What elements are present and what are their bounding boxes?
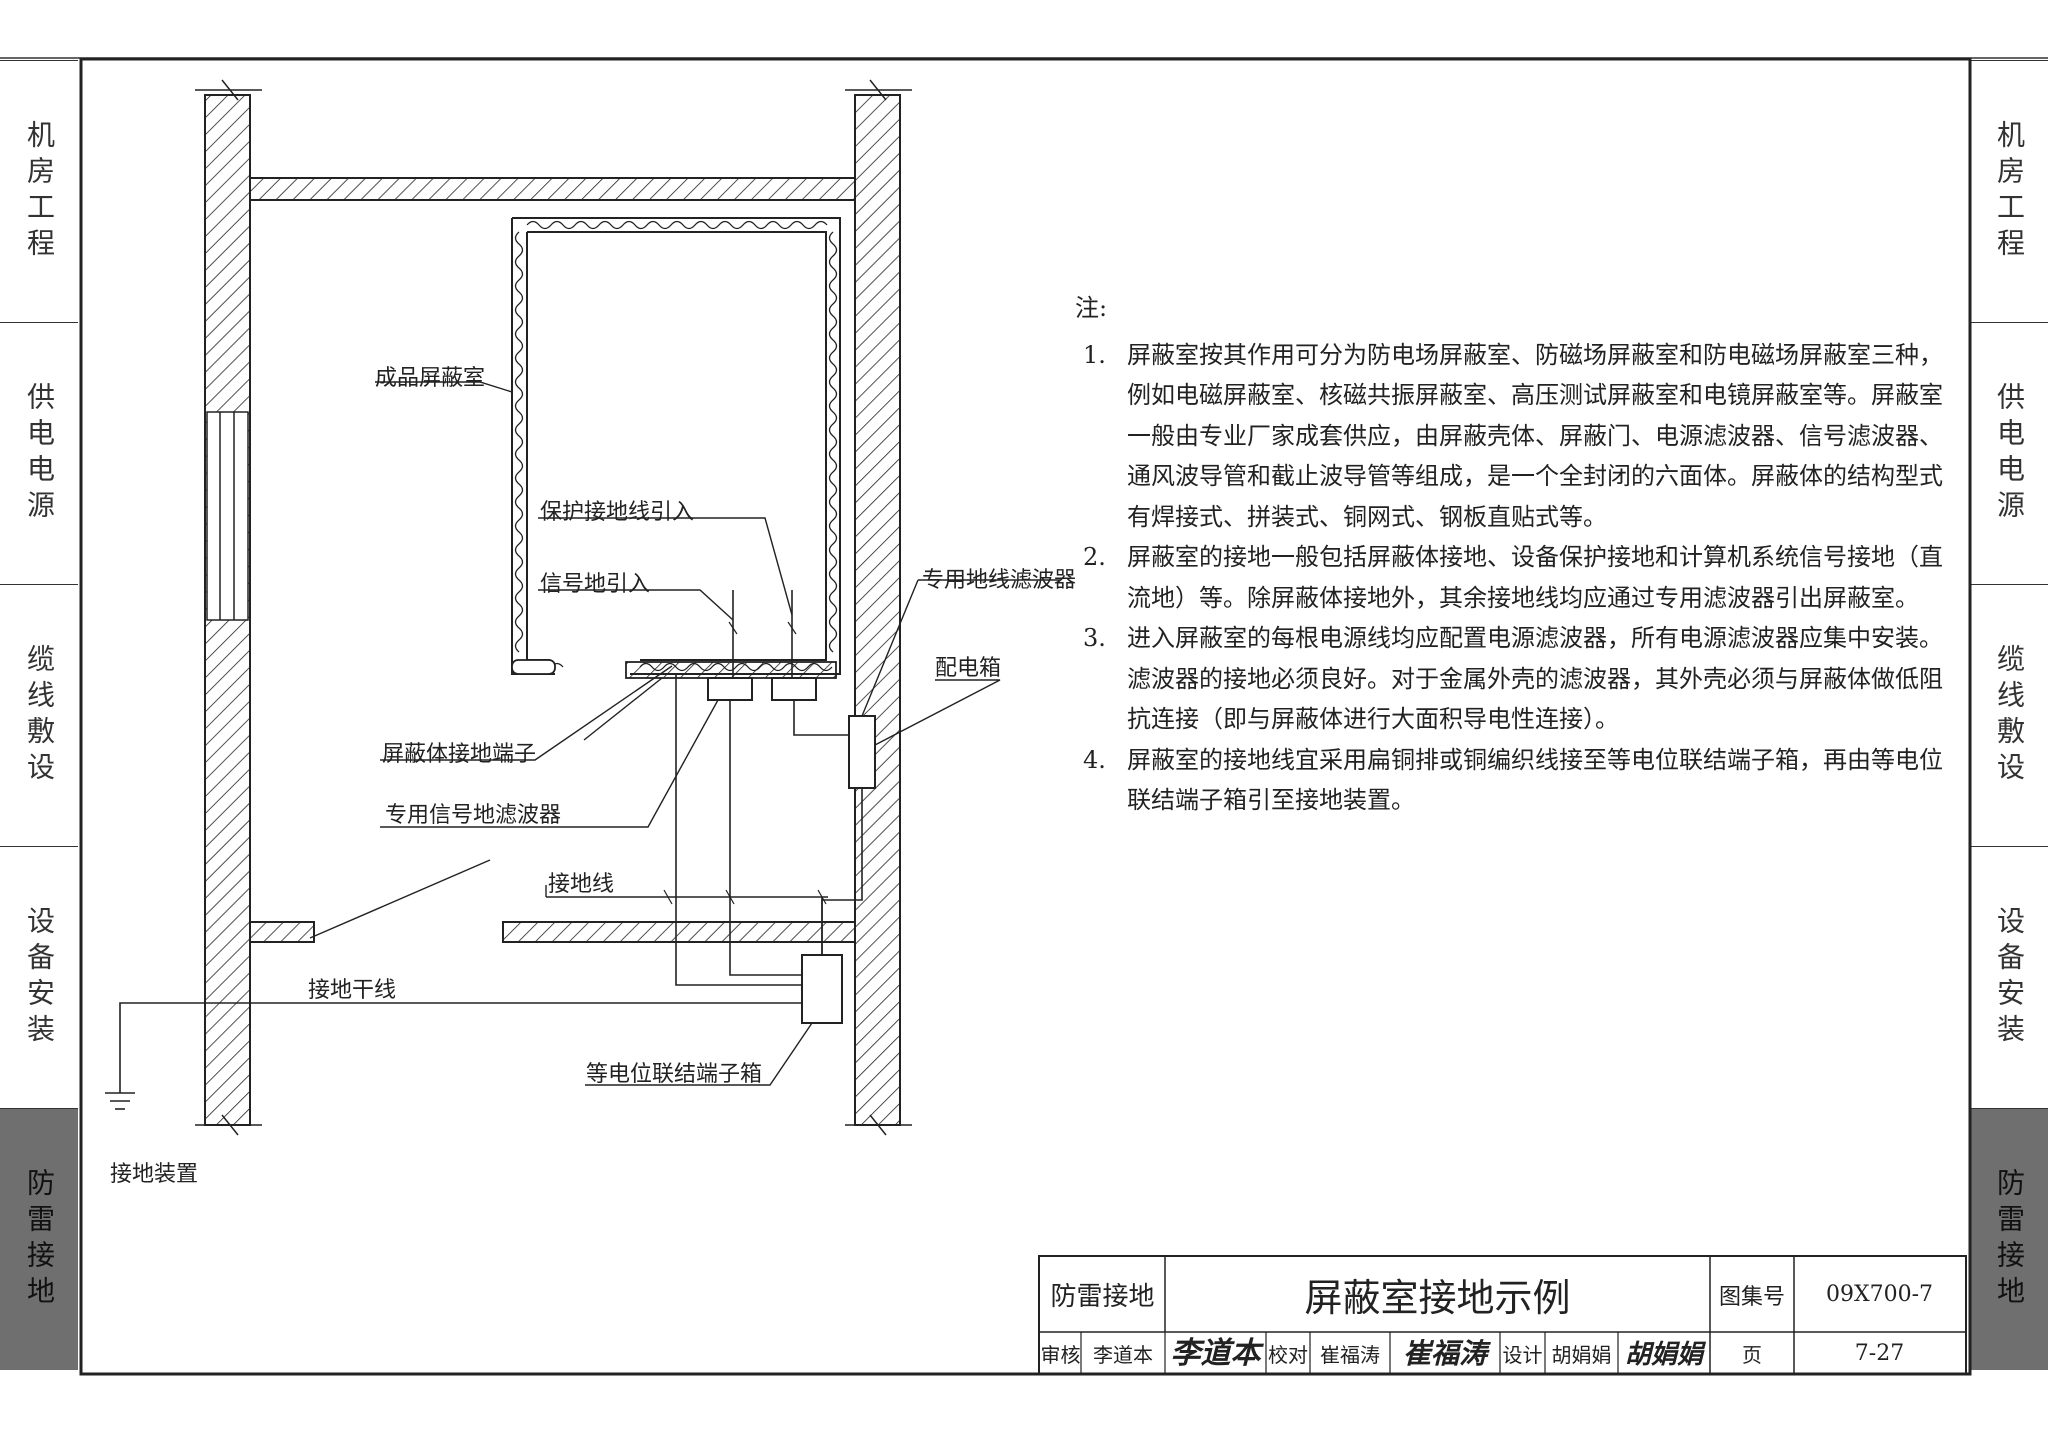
label-ground-wire: 接地线 (548, 872, 615, 897)
tb-atlas-no: 09X700-7 (1825, 1282, 1934, 1307)
label-shield-body-terminal: 屏蔽体接地端子 (382, 742, 537, 767)
note-line: 有焊接式、拼装式、铜网式、钢板直贴式等。 (1127, 502, 1607, 531)
note-line: 联结端子箱引至接地装置。 (1127, 786, 1415, 814)
tb-checker: 崔福涛 (1320, 1343, 1380, 1367)
tb-design-label: 设计 (1502, 1343, 1543, 1367)
right-tab-label: 设备安装 (1993, 905, 2026, 1050)
right-tab-4[interactable]: 防雷接地 (1970, 1108, 2048, 1370)
note-line: 进入屏蔽室的每根电源线均应配置电源滤波器，所有电源滤波器应集中安装。 (1127, 624, 1943, 652)
notes-heading: 注: (1075, 294, 1108, 322)
right-tab-label: 防雷接地 (1993, 1167, 2026, 1312)
equipotential-box (801, 954, 843, 1024)
notes: 注: 1. 屏蔽室按其作用可分为防电场屏蔽室、防磁场屏蔽室和防电磁场屏蔽室三种，… (1075, 288, 1945, 821)
left-tab-label: 机房工程 (23, 119, 56, 264)
note-line: 通风波导管和截止波导管等组成，是一个全封闭的六面体。屏蔽体的结构型式 (1127, 462, 1943, 490)
tb-page-no: 7-27 (1854, 1341, 1905, 1366)
distribution-box (848, 715, 876, 789)
label-dedicated-ground-filter: 专用地线滤波器 (922, 568, 1077, 593)
label-signal-ground-entry: 信号地引入 (540, 572, 651, 597)
note-item: 3. 进入屏蔽室的每根电源线均应配置电源滤波器，所有电源滤波器应集中安装。 滤波… (1075, 618, 1945, 740)
tb-page-label: 页 (1742, 1343, 1762, 1367)
tb-review-label: 审核 (1040, 1343, 1081, 1367)
right-tab-label: 供电电源 (1993, 381, 2026, 526)
tb-reviewer: 李道本 (1093, 1343, 1153, 1367)
label-ground-trunk: 接地干线 (308, 978, 397, 1003)
right-tab-1[interactable]: 供电电源 (1970, 322, 2048, 584)
right-tab-label: 缆线敷设 (1993, 643, 2026, 788)
ceiling-slab (249, 177, 856, 201)
note-item: 1. 屏蔽室按其作用可分为防电场屏蔽室、防磁场屏蔽室和防电磁场屏蔽室三种， 例如… (1075, 335, 1945, 538)
shield-room-shell (511, 217, 841, 675)
note-number: 2. (1083, 543, 1106, 571)
left-tab-label: 设备安装 (23, 905, 56, 1050)
note-number: 4. (1083, 745, 1106, 774)
left-tab-label: 防雷接地 (23, 1167, 56, 1312)
note-line: 流地）等。除屏蔽体接地外，其余接地线均应通过专用滤波器引出屏蔽室。 (1127, 583, 1919, 612)
signal-ground-filter-box (707, 677, 753, 701)
ground-wiring (105, 590, 863, 1110)
left-tab-label: 缆线敷设 (23, 643, 56, 788)
tb-atlas-label: 图集号 (1718, 1284, 1785, 1310)
tb-checker-signature: 崔福涛 (1402, 1337, 1487, 1370)
left-tab-4[interactable]: 防雷接地 (0, 1108, 78, 1370)
title-block: 防雷接地 屏蔽室接地示例 图集号 09X700-7 审核 李道本 李道本 校对 … (1038, 1255, 1967, 1375)
title-block-grid (1038, 1255, 1967, 1375)
drawing-frame (79, 57, 1972, 1376)
note-line: 例如电磁屏蔽室、核磁共振屏蔽室、高压测试屏蔽室和电镜屏蔽室等。屏蔽室 (1127, 381, 1943, 409)
note-line: 屏蔽室的接地一般包括屏蔽体接地、设备保护接地和计算机系统信号接地（直 (1127, 543, 1943, 571)
tb-title: 屏蔽室接地示例 (1304, 1276, 1571, 1320)
label-grounding-device: 接地装置 (110, 1162, 199, 1187)
note-line: 滤波器的接地必须良好。对于金属外壳的滤波器，其外壳必须与屏蔽体做低阻 (1127, 664, 1943, 693)
leader-lines (309, 381, 1060, 1086)
tb-designer-signature: 胡娟娟 (1624, 1339, 1703, 1370)
left-tab-label: 供电电源 (23, 381, 56, 526)
label-equipotential-box: 等电位联结端子箱 (586, 1062, 763, 1087)
note-line: 屏蔽室按其作用可分为防电场屏蔽室、防磁场屏蔽室和防电磁场屏蔽室三种， (1127, 340, 1943, 369)
label-distribution-box: 配电箱 (935, 656, 1002, 681)
note-item: 4. 屏蔽室的接地线宜采用扁铜排或铜编织线接至等电位联结端子箱，再由等电位 联结… (1075, 740, 1945, 821)
tb-designer: 胡娟娟 (1551, 1343, 1612, 1367)
floor-slab-left (249, 921, 315, 943)
label-protective-ground-entry: 保护接地线引入 (540, 500, 695, 525)
note-line: 一般由专业厂家成套供应，由屏蔽壳体、屏蔽门、电源滤波器、信号滤波器、 (1127, 421, 1943, 450)
left-tab-0[interactable]: 机房工程 (0, 60, 78, 322)
note-line: 屏蔽室的接地线宜采用扁铜排或铜编织线接至等电位联结端子箱，再由等电位 (1127, 745, 1943, 774)
tb-check-label: 校对 (1268, 1343, 1308, 1367)
dedicated-ground-filter-box (771, 677, 817, 701)
left-tab-2[interactable]: 缆线敷设 (0, 584, 78, 846)
tb-category: 防雷接地 (1050, 1282, 1155, 1312)
left-tab-3[interactable]: 设备安装 (0, 846, 78, 1108)
right-tab-0[interactable]: 机房工程 (1970, 60, 2048, 322)
label-shield-room: 成品屏蔽室 (375, 366, 486, 391)
left-tab-1[interactable]: 供电电源 (0, 322, 78, 584)
note-line: 抗连接（即与屏蔽体进行大面积导电性连接）。 (1127, 705, 1619, 733)
right-tab-3[interactable]: 设备安装 (1970, 846, 2048, 1108)
label-signal-ground-filter: 专用信号地滤波器 (385, 803, 562, 828)
note-number: 3. (1083, 624, 1106, 652)
note-item: 2. 屏蔽室的接地一般包括屏蔽体接地、设备保护接地和计算机系统信号接地（直 流地… (1075, 537, 1945, 618)
tb-reviewer-signature: 李道本 (1170, 1336, 1261, 1371)
right-wall (845, 79, 912, 1136)
note-number: 1. (1083, 340, 1106, 369)
right-tab-2[interactable]: 缆线敷设 (1970, 584, 2048, 846)
floor-slab-right (502, 921, 856, 943)
left-wall (195, 79, 262, 1136)
right-tab-label: 机房工程 (1993, 119, 2026, 264)
